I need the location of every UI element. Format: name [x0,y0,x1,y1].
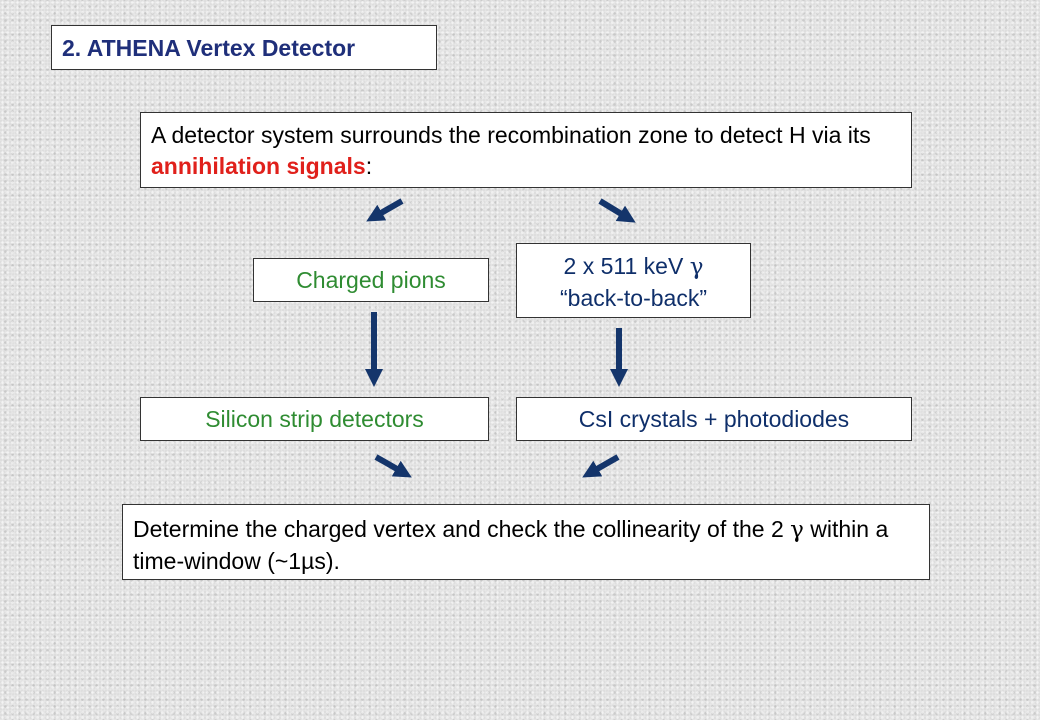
result-text: Determine the charged vertex and check t… [133,514,921,577]
slide-title: 2. ATHENA Vertex Detector [62,35,356,61]
intro-text-start: A detector system surrounds the recombin… [151,122,871,148]
gamma-line-2: “back-to-back” [560,285,707,311]
arrow-intro-to-pions [366,198,404,222]
gamma-energy: 2 x 511 keV [563,253,684,279]
result-gamma-symbol: γ [790,517,804,543]
gamma-label: 2 x 511 keV γ “back-to-back” [517,251,750,314]
intro-text: A detector system surrounds the recombin… [151,120,903,182]
intro-box: A detector system surrounds the recombin… [140,112,912,188]
intro-highlight: annihilation signals [151,153,366,179]
gamma-line-1: 2 x 511 keV γ [517,251,750,283]
silicon-detectors-label: Silicon strip detectors [205,406,424,432]
arrow-silicon-to-result [374,454,412,478]
charged-pions-label: Charged pions [296,267,446,293]
intro-text-end: : [365,153,373,179]
gamma-box: 2 x 511 keV γ “back-to-back” [516,243,751,318]
result-text-start: Determine the charged vertex and check t… [133,516,791,542]
silicon-detectors-box: Silicon strip detectors [140,397,489,441]
result-box: Determine the charged vertex and check t… [122,504,930,580]
charged-pions-box: Charged pions [253,258,489,302]
csi-crystals-label: CsI crystals + photodiodes [578,406,850,432]
arrow-csi-to-result [582,454,620,478]
arrow-intro-to-gamma [598,198,636,223]
title-box: 2. ATHENA Vertex Detector [51,25,437,70]
csi-crystals-box: CsI crystals + photodiodes [516,397,912,441]
gamma-symbol: γ [689,254,704,280]
result-text-end: within a time-window (~1µs). [133,516,889,574]
